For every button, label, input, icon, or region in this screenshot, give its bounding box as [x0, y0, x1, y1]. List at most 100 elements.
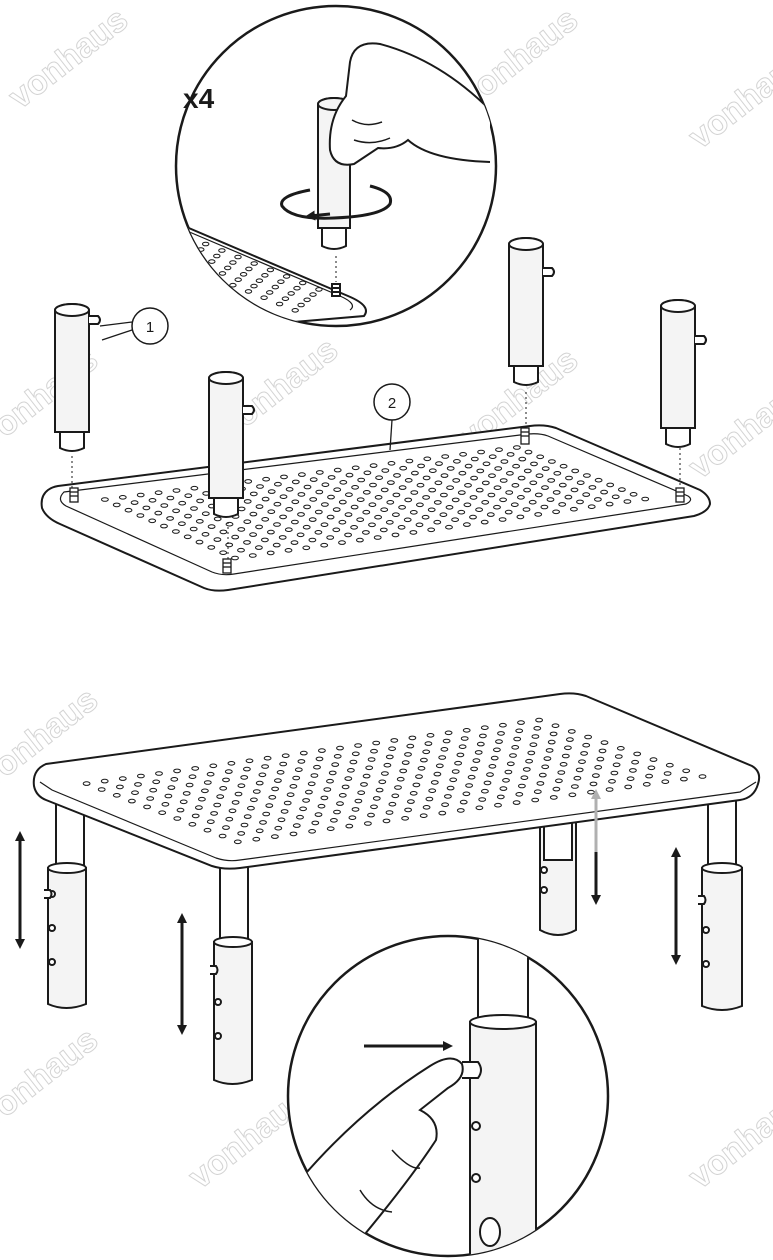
vent-hole	[234, 277, 242, 283]
vent-hole	[341, 784, 350, 790]
vent-hole	[350, 525, 359, 530]
vent-hole	[333, 467, 342, 473]
vent-hole	[457, 509, 466, 515]
vent-hole	[535, 717, 543, 723]
vent-hole	[239, 272, 248, 277]
vent-hole	[481, 480, 490, 486]
vent-hole	[182, 264, 190, 269]
vent-hole	[493, 504, 501, 510]
vent-hole	[363, 470, 372, 476]
vent-hole	[332, 507, 341, 512]
vent-hole	[587, 789, 595, 795]
vent-hole	[259, 820, 267, 825]
vent-hole	[225, 816, 234, 822]
vent-hole	[411, 470, 419, 476]
vent-hole	[314, 812, 323, 817]
vent-hole	[272, 542, 281, 548]
vent-hole	[520, 775, 529, 781]
vent-hole	[435, 763, 444, 769]
vent-hole	[530, 461, 538, 467]
vent-hole	[289, 784, 298, 789]
vent-hole	[424, 741, 433, 746]
vent-hole	[596, 756, 605, 762]
leg-part-1	[54, 237, 707, 518]
vent-hole	[190, 506, 198, 511]
vent-hole	[506, 452, 515, 457]
vent-hole	[201, 788, 209, 794]
vent-hole	[188, 822, 197, 827]
vent-hole	[369, 482, 377, 488]
vent-hole	[529, 742, 538, 748]
vent-hole	[462, 791, 471, 797]
vent-hole	[351, 485, 360, 490]
vent-hole	[541, 466, 550, 471]
vent-hole	[415, 522, 424, 528]
vent-hole	[274, 825, 283, 831]
vent-hole	[195, 519, 204, 524]
vent-hole	[164, 793, 173, 799]
vent-hole	[598, 748, 607, 754]
vent-hole	[179, 799, 188, 805]
vent-hole	[252, 789, 261, 794]
vent-hole	[469, 514, 477, 520]
vent-hole	[451, 517, 460, 523]
vent-hole	[631, 759, 639, 765]
vent-hole	[228, 808, 237, 814]
vent-hole	[273, 522, 281, 527]
vent-hole	[154, 510, 163, 516]
vent-hole	[483, 780, 492, 786]
vent-hole	[380, 507, 389, 513]
vent-hole	[536, 454, 545, 460]
vent-hole	[112, 793, 121, 798]
vent-hole	[482, 461, 491, 467]
vent-hole	[327, 475, 336, 480]
vent-hole	[131, 790, 139, 796]
vent-hole	[283, 800, 292, 806]
vent-hole	[354, 798, 363, 804]
vent-hole	[474, 750, 483, 755]
vent-hole	[623, 499, 632, 504]
vent-hole	[219, 529, 228, 535]
vent-hole	[557, 770, 566, 775]
vent-hole	[271, 284, 279, 290]
vent-hole	[570, 506, 578, 512]
vent-hole	[280, 809, 289, 814]
watermark: vonhaus	[682, 1080, 773, 1196]
vent-hole	[375, 475, 384, 481]
vent-hole	[392, 492, 401, 498]
vent-hole	[540, 504, 549, 510]
vent-hole	[323, 787, 332, 792]
vent-hole	[451, 497, 460, 503]
vent-hole	[124, 507, 133, 513]
vent-hole	[287, 291, 295, 296]
vent-hole	[565, 475, 573, 481]
vent-hole	[229, 260, 237, 265]
vent-hole	[561, 753, 570, 759]
vent-hole	[284, 548, 293, 553]
vent-hole	[176, 807, 185, 813]
vent-hole	[386, 500, 395, 505]
vent-hole	[608, 779, 616, 784]
vent-hole	[419, 813, 428, 819]
vent-hole	[237, 831, 246, 836]
vent-hole	[190, 485, 199, 491]
vent-hole	[362, 773, 371, 779]
vent-hole	[588, 485, 597, 490]
vent-hole	[338, 519, 347, 525]
vent-hole	[614, 754, 623, 759]
vent-hole	[118, 776, 127, 781]
vent-hole	[326, 826, 335, 832]
vent-hole	[225, 542, 234, 548]
vent-hole	[385, 520, 394, 525]
vent-hole	[152, 779, 161, 785]
vent-hole	[449, 777, 458, 783]
vent-hole	[433, 500, 442, 505]
vent-hole	[195, 805, 203, 810]
vent-hole	[548, 459, 556, 464]
vent-hole	[265, 803, 274, 808]
vent-hole	[356, 517, 365, 523]
vent-hole	[328, 770, 337, 776]
vent-hole	[303, 484, 312, 490]
vent-hole	[454, 760, 463, 766]
vent-hole	[610, 770, 619, 776]
